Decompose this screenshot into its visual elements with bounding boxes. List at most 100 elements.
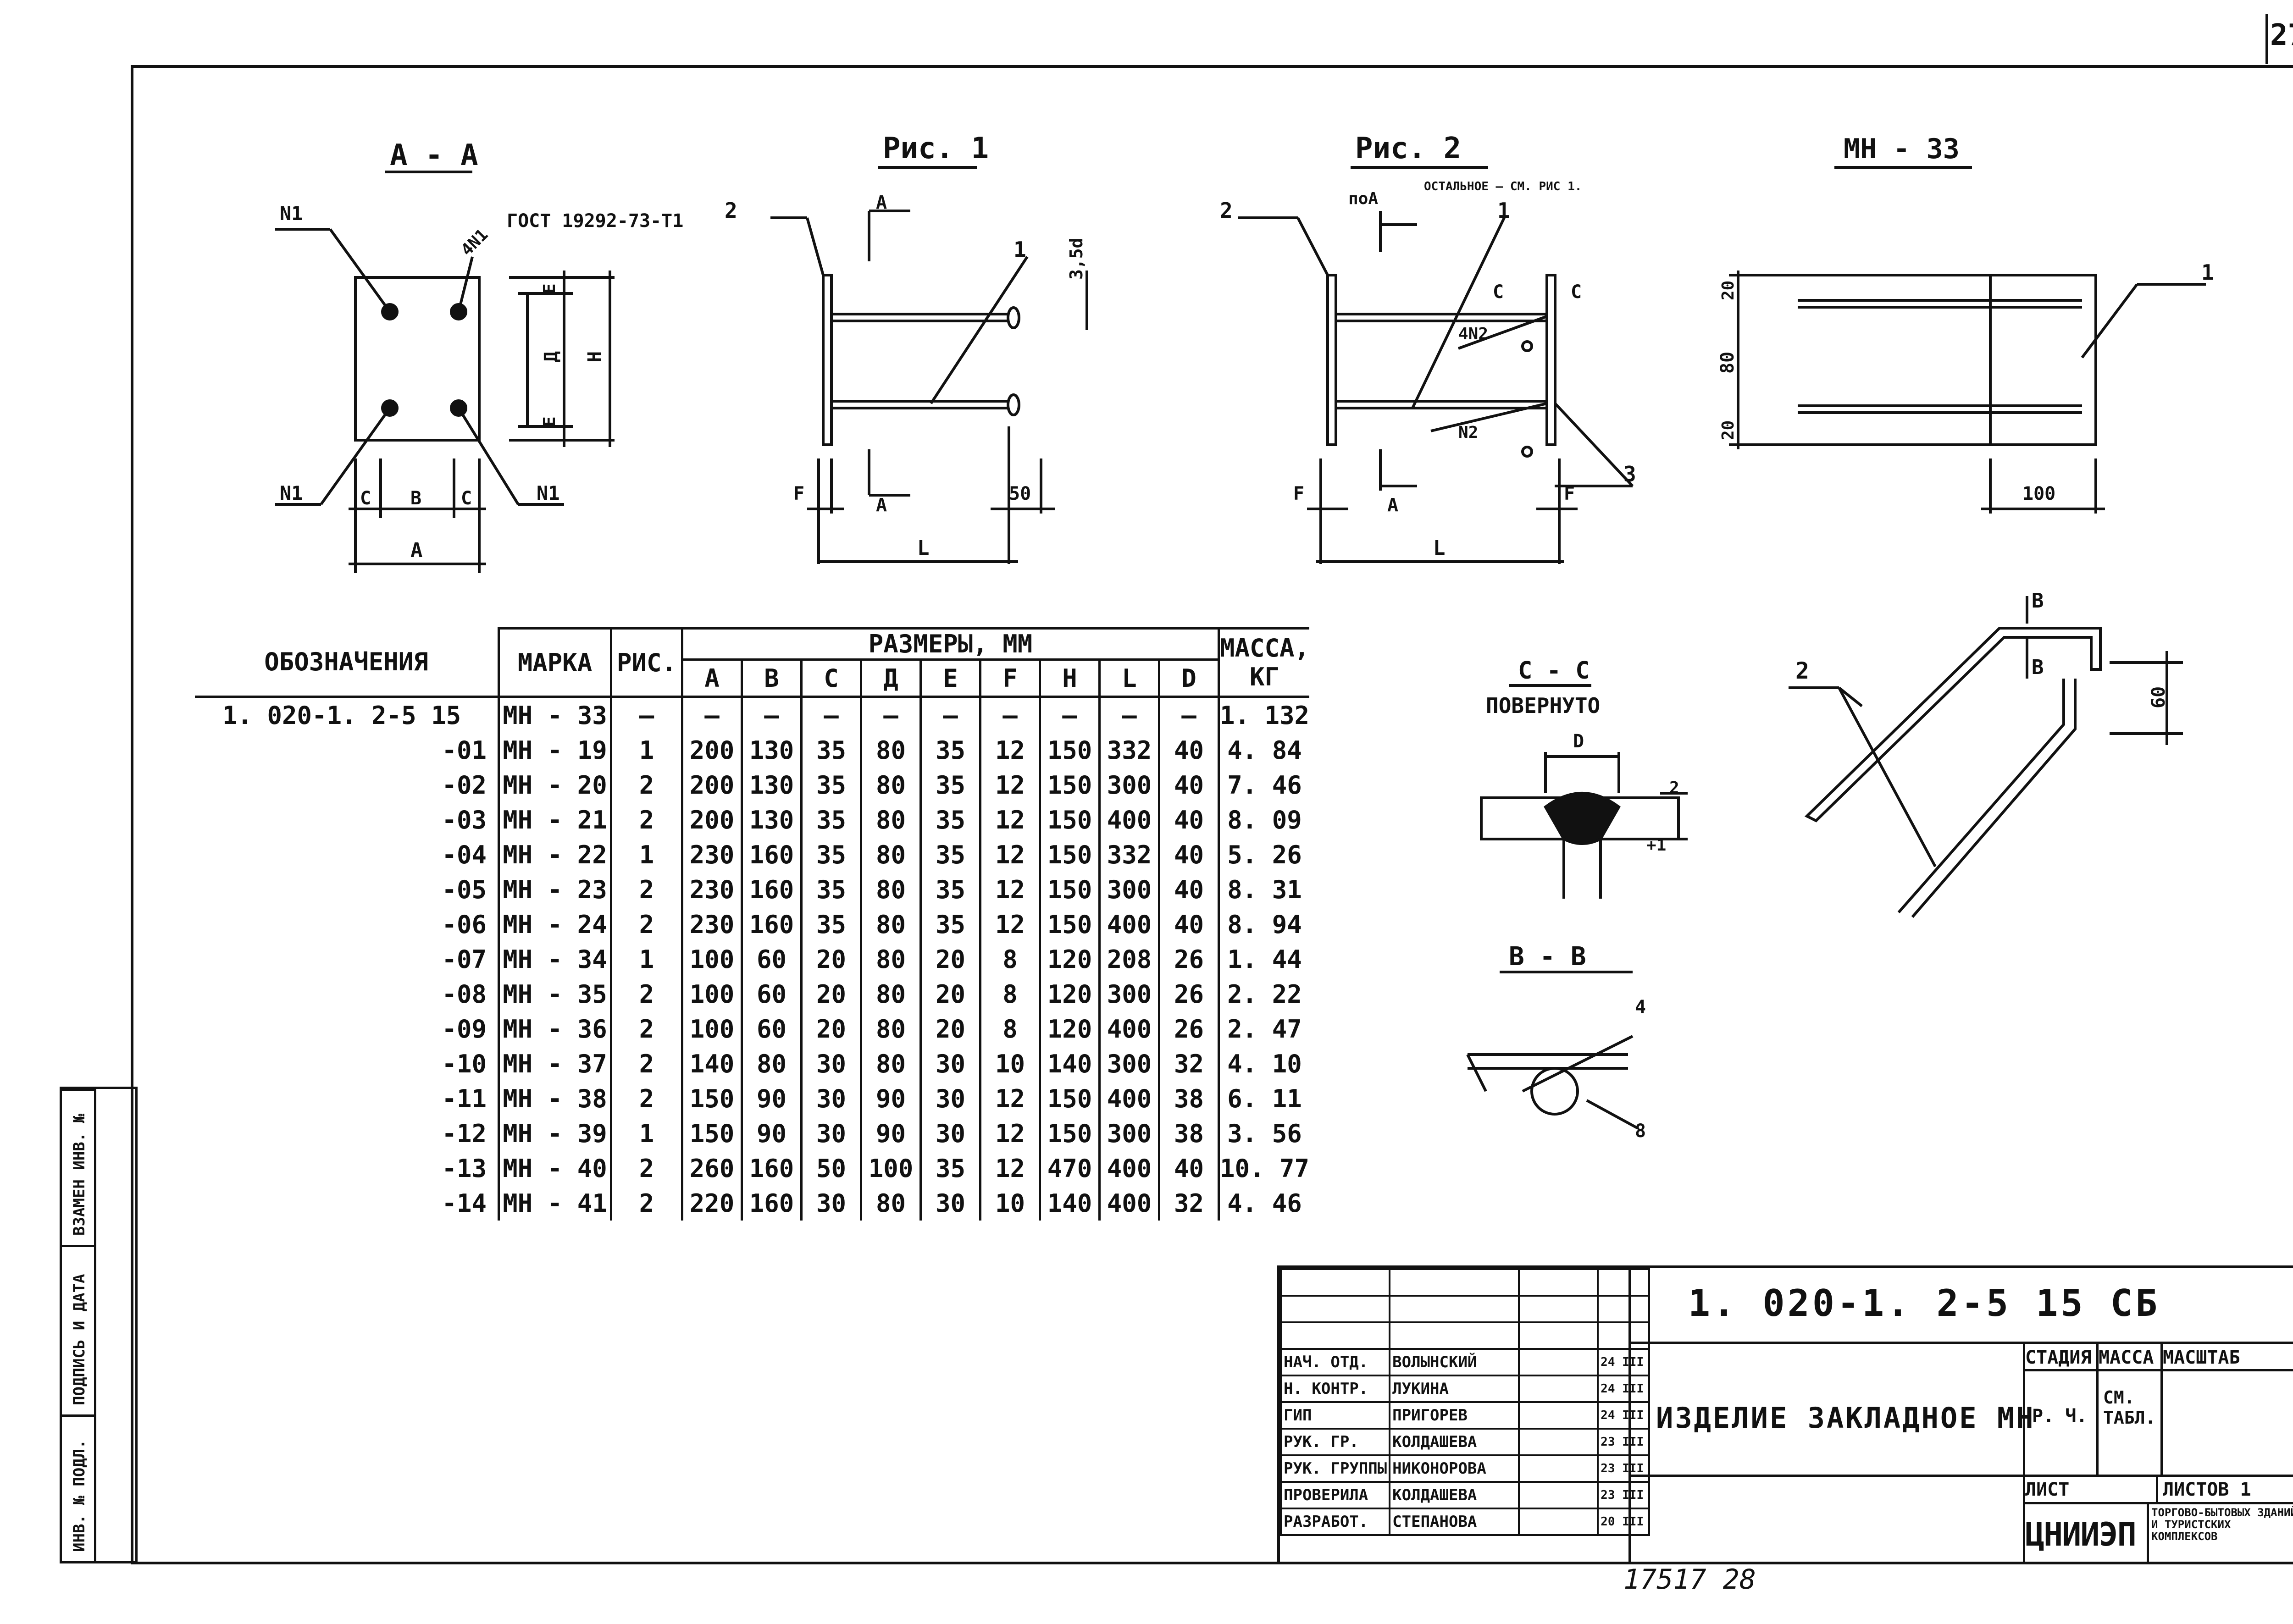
view-fig1-section-top: А xyxy=(876,192,887,213)
table-cell: — xyxy=(1039,696,1100,733)
table-cell: 60 xyxy=(741,977,802,1011)
table-cell: 12 xyxy=(979,872,1040,907)
table-cell: 80 xyxy=(860,1011,921,1046)
table-cell: 38 xyxy=(1158,1116,1219,1151)
table-cell: 260 xyxy=(681,1151,742,1186)
side-signature-date: ПОДПИСЬ И ДАТА xyxy=(70,1274,89,1405)
table-cell: 40 xyxy=(1158,1151,1219,1186)
table-cell: 400 xyxy=(1098,907,1159,942)
sheet-number-divider xyxy=(2265,14,2268,64)
view-fig1-section-bottom: А xyxy=(876,495,887,516)
table-cell: 100 xyxy=(681,1011,742,1046)
table-cell: 300 xyxy=(1098,768,1159,802)
view-aa-dim-c2: С xyxy=(461,488,472,509)
view-cc-dim-2: 2 xyxy=(1669,779,1679,797)
table-cell: 80 xyxy=(741,1046,802,1081)
table-cell: 35 xyxy=(800,907,861,942)
mass-label: МАССА xyxy=(2099,1347,2154,1368)
org-description: ТОРГОВО-БЫТОВЫХ ЗДАНИЙ И ТУРИСТСКИХ КОМП… xyxy=(2151,1506,2293,1543)
table-cell: 1. 132 xyxy=(1218,696,1310,733)
table-cell: 20 xyxy=(800,942,861,977)
table-cell: 80 xyxy=(860,1186,921,1221)
table-cell: МН - 33 xyxy=(498,696,611,733)
table-cell: 400 xyxy=(1098,1186,1159,1221)
table-cell: 300 xyxy=(1098,872,1159,907)
table-cell: 100 xyxy=(681,977,742,1011)
table-cell: МН - 41 xyxy=(498,1186,611,1221)
signer-role: РУК. ГРУППЫ xyxy=(1279,1454,1391,1483)
table-cell: 2. 22 xyxy=(1218,977,1310,1011)
table-cell: -14 xyxy=(442,1188,487,1218)
table-cell: 12 xyxy=(979,907,1040,942)
table-cell: 30 xyxy=(919,1081,980,1116)
view-mn33-dim-100: 100 xyxy=(2022,483,2055,504)
table-cell: 2 xyxy=(610,1151,682,1186)
table-cell: МН - 37 xyxy=(498,1046,611,1081)
table-cell: 80 xyxy=(860,733,921,768)
view-cc-subtitle: ПОВЕРНУТО xyxy=(1486,693,1600,718)
signer-name: ВОЛЫНСКИЙ xyxy=(1389,1348,1520,1376)
view-aa-label-n1-top: N1 xyxy=(280,202,303,225)
signer-role: РАЗРАБОТ. xyxy=(1279,1508,1391,1536)
table-cell: 80 xyxy=(860,1046,921,1081)
table-cell: — xyxy=(1158,696,1219,733)
sheet-number: 27 xyxy=(2270,18,2293,52)
table-cell: МН - 40 xyxy=(498,1151,611,1186)
table-cell: 30 xyxy=(800,1116,861,1151)
table-cell: 30 xyxy=(919,1116,980,1151)
signer-date: 23 III xyxy=(1597,1481,1651,1509)
signer-name: ЛУКИНА xyxy=(1389,1375,1520,1403)
col-mass: МАССА, КГ xyxy=(1218,627,1310,698)
table-cell: 230 xyxy=(681,872,742,907)
table-cell: 1 xyxy=(610,942,682,977)
view-iso-section-b2: В xyxy=(2032,656,2044,679)
table-cell: 300 xyxy=(1098,1116,1159,1151)
table-cell: 150 xyxy=(1039,1116,1100,1151)
table-cell: 80 xyxy=(860,942,921,977)
table-cell: 140 xyxy=(1039,1186,1100,1221)
sheet-label: ЛИСТ xyxy=(2025,1479,2070,1500)
view-aa-dim-h: Н xyxy=(584,351,605,362)
side-stamp: ИНВ. № ПОДЛ. ПОДПИСЬ И ДАТА ВЗАМЕН ИНВ. … xyxy=(60,1087,138,1563)
table-cell: 90 xyxy=(741,1116,802,1151)
view-iso-section-b1: В xyxy=(2032,589,2044,613)
table-cell: 150 xyxy=(1039,802,1100,837)
table-cell: 20 xyxy=(919,977,980,1011)
table-cell: — xyxy=(1098,696,1159,733)
table-cell: 80 xyxy=(860,802,921,837)
view-cc-dim-1: +1 xyxy=(1646,836,1666,855)
scale-label: МАСШТАБ xyxy=(2163,1347,2240,1368)
table-cell: 30 xyxy=(919,1186,980,1221)
signer-signature xyxy=(1518,1508,1599,1536)
table-cell: 160 xyxy=(741,872,802,907)
table-cell: 2 xyxy=(610,1186,682,1221)
table-cell: 160 xyxy=(741,1186,802,1221)
view-fig2-label-3: 3 xyxy=(1623,462,1636,486)
table-cell: 10. 77 xyxy=(1218,1151,1310,1186)
table-cell: 35 xyxy=(919,837,980,872)
table-cell: 12 xyxy=(979,768,1040,802)
table-cell: 332 xyxy=(1098,733,1159,768)
table-cell: 20 xyxy=(800,977,861,1011)
table-cell: 150 xyxy=(681,1116,742,1151)
table-cell: 1. 44 xyxy=(1218,942,1310,977)
table-cell: 32 xyxy=(1158,1046,1219,1081)
view-mn33-dim-20a: 20 xyxy=(1719,281,1738,300)
table-cell: 20 xyxy=(919,942,980,977)
table-cell: 1. 020-1. 2-5 15 xyxy=(222,701,461,730)
signer-signature xyxy=(1518,1348,1599,1376)
signer-name: НИКОНОРОВА xyxy=(1389,1454,1520,1483)
table-cell: 3. 56 xyxy=(1218,1116,1310,1151)
signer-name: ПРИГОРЕВ xyxy=(1389,1401,1520,1430)
table-cell: -10 xyxy=(442,1049,487,1078)
table-cell: 150 xyxy=(1039,837,1100,872)
table-cell: 90 xyxy=(860,1116,921,1151)
table-cell: 2 xyxy=(610,1081,682,1116)
view-iso-dim-60: 60 xyxy=(2148,686,2169,708)
table-cell: 26 xyxy=(1158,942,1219,977)
